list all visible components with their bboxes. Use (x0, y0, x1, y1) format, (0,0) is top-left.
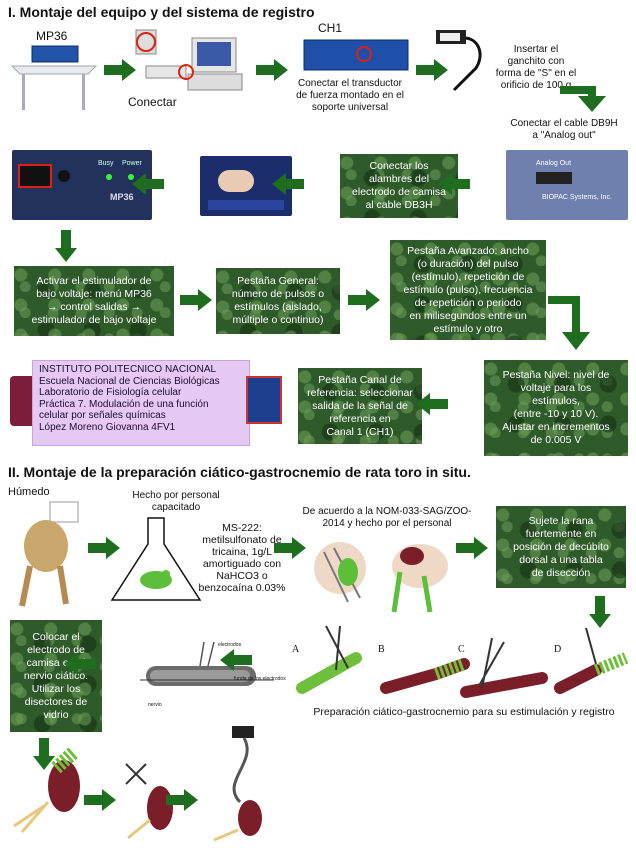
arrow-21 (166, 789, 198, 811)
letter-c: C (458, 644, 465, 655)
arrow-11 (548, 296, 590, 350)
section1-title: I. Montaje del equipo y del sistema de r… (8, 4, 315, 20)
letter-a: A (292, 644, 300, 655)
ch1-label: CH1 (318, 21, 343, 35)
arrow-3 (416, 59, 448, 81)
pithing-frog-image (314, 542, 448, 613)
arrow-7 (132, 173, 164, 195)
humedo-label: Húmedo (8, 486, 50, 498)
arrow-20 (84, 789, 116, 811)
dissection-sequence-image (296, 625, 629, 698)
leg-prep-image-1 (13, 746, 80, 833)
analog-out-photo: Analog Out BIOPAC Systems, Inc. (506, 150, 628, 220)
arrow-14 (274, 537, 306, 559)
ch1-device-image (303, 39, 409, 71)
conectar-label: Conectar (128, 95, 177, 109)
arrow-5 (438, 173, 470, 195)
arrow-15 (456, 537, 488, 559)
mp36-device-label: MP36 (110, 192, 134, 202)
arrow-9 (180, 289, 212, 311)
analog-out-label: Analog Out (536, 160, 572, 167)
biopac-label: BIOPAC Systems, Inc. (542, 194, 612, 201)
arrow-4 (560, 86, 606, 112)
electrode-label-nervio: nervio (148, 702, 162, 708)
arrow-8 (55, 230, 77, 262)
electrode-diagram (140, 641, 274, 686)
arrow-2 (256, 59, 288, 81)
arrow-17 (220, 649, 252, 671)
encb-logo (246, 376, 282, 424)
electrode-label-electrodos: electrodos (218, 642, 242, 648)
mp36-label: MP36 (36, 29, 68, 43)
electrode-label-funda: funda de los electrodos (234, 676, 286, 682)
arrow-12 (416, 393, 448, 415)
prep-caption: Preparación ciático-gastrocnemio para su… (313, 706, 615, 718)
letter-b: B (378, 644, 385, 655)
arrow-10 (348, 289, 380, 311)
arrow-16 (589, 596, 611, 628)
letter-d: D (554, 644, 562, 655)
wet-frog-image (19, 501, 79, 607)
box-avanzado: Pestaña Avanzado: ancho(o duración) del … (390, 240, 546, 340)
arrow-13 (88, 537, 120, 559)
arrow-1 (104, 59, 136, 81)
force-transducer-image (436, 30, 482, 92)
arrow-6 (272, 173, 304, 195)
power-label: Power (122, 160, 142, 167)
mp36-front-photo: Busy Power MP36 (12, 150, 152, 220)
leg-prep-image-3 (213, 726, 262, 842)
nom-text: De acuerdo a la NOM-033-SAG/ZOO-2014 y h… (302, 506, 472, 529)
section2-title: II. Montaje de la preparación ciático-ga… (8, 464, 471, 480)
arrow-18 (64, 653, 96, 675)
busy-label: Busy (98, 160, 114, 167)
arrow-19 (33, 738, 55, 770)
computer-image (135, 29, 243, 91)
flask-frog-image (110, 517, 202, 601)
mp36-table-image (10, 45, 98, 110)
